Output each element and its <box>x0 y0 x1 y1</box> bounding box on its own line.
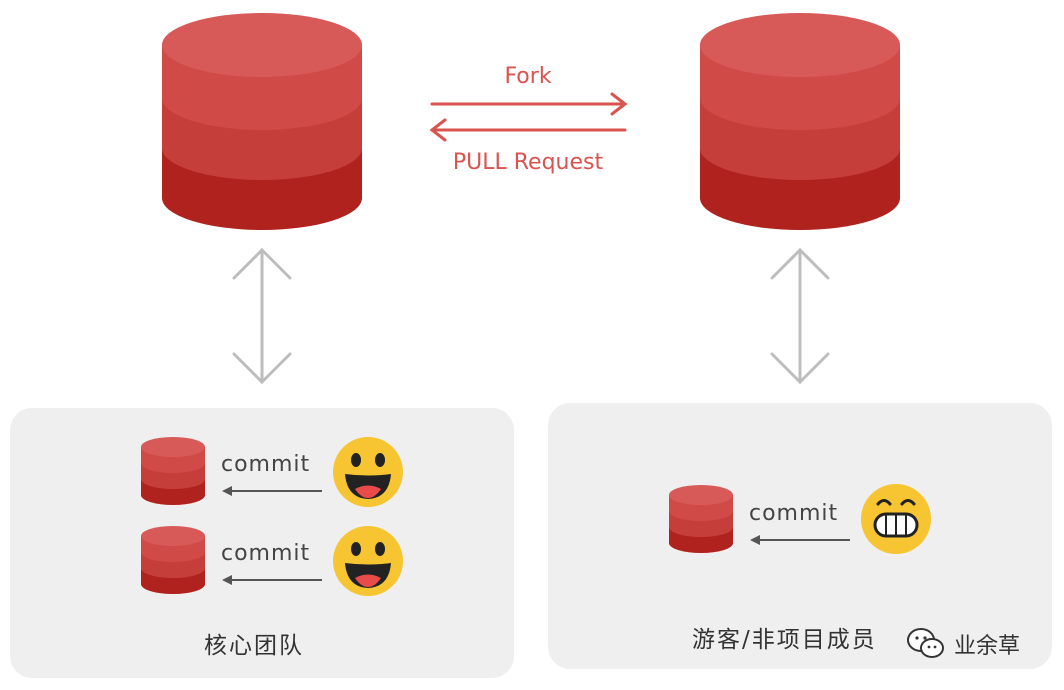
guest-label: 游客/非项目成员 <box>692 627 877 653</box>
left-sync-arrow <box>232 247 292 385</box>
commit-arrow-1 <box>222 486 322 496</box>
grinning-face-icon-2 <box>333 526 403 596</box>
guest-repo-icon <box>669 485 733 553</box>
watermark: 业余草 <box>906 626 1020 662</box>
core-team-label: 核心团队 <box>204 633 304 659</box>
pull-request-arrow <box>429 118 627 142</box>
guest-panel <box>548 403 1052 669</box>
commit-label-3: commit <box>749 501 839 526</box>
right-sync-arrow <box>770 247 830 385</box>
pull-request-label: PULL Request <box>452 150 604 175</box>
main-repository-icon <box>162 13 362 230</box>
watermark-text: 业余草 <box>954 634 1021 659</box>
commit-label-1: commit <box>221 452 311 477</box>
commit-arrow-3 <box>750 535 850 545</box>
beaming-face-icon <box>861 484 931 554</box>
forked-repository-icon <box>700 13 900 230</box>
fork-arrow <box>430 92 628 116</box>
commit-arrow-2 <box>222 575 322 585</box>
local-repo-icon-1 <box>141 437 205 505</box>
local-repo-icon-2 <box>141 526 205 594</box>
core-team-panel <box>10 408 514 678</box>
commit-label-2: commit <box>221 541 311 566</box>
fork-label: Fork <box>504 64 552 89</box>
grinning-face-icon-1 <box>333 437 403 507</box>
wechat-icon <box>907 628 944 658</box>
